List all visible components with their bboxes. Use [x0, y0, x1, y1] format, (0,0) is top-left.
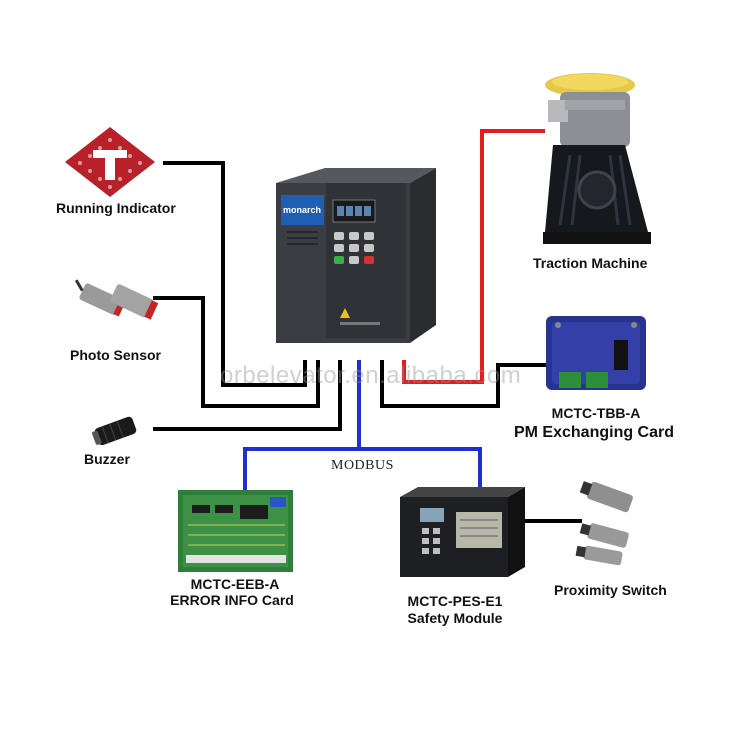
photo-sensor-icon [74, 279, 159, 320]
running-indicator-label: Running Indicator [56, 200, 176, 216]
buzzer-icon [92, 416, 137, 446]
pes-model-label: MCTC-PES-E1 [407, 593, 503, 609]
pes-name-label: Safety Module [407, 610, 503, 626]
lcd-display [332, 199, 376, 223]
pm-exchanging-card-icon [546, 316, 646, 390]
wire-buzzer [153, 360, 342, 431]
proximity-switch-label: Proximity Switch [554, 582, 667, 598]
photo-sensor-label: Photo Sensor [70, 347, 162, 363]
module-display [420, 508, 444, 522]
brand-panel [281, 195, 324, 225]
eeb-name-label: ERROR INFO Card [170, 592, 294, 608]
tbb-model-label: MCTC-TBB-A [551, 405, 641, 421]
proximity-switch-icon [575, 481, 633, 566]
modbus-label: MODBUS [331, 458, 394, 473]
wire-photo-sensor [153, 296, 320, 408]
wire-pm-card [380, 360, 548, 408]
inverter-controller: monarch [276, 168, 436, 343]
wire-running-indicator [163, 161, 307, 387]
buzzer-label: Buzzer [84, 451, 130, 467]
error-info-card-icon [178, 490, 293, 572]
traction-machine-label: Traction Machine [533, 255, 648, 271]
keypad [334, 232, 374, 264]
wire-modbus [243, 360, 482, 490]
running-indicator-icon [65, 127, 155, 197]
eeb-model-label: MCTC-EEB-A [190, 576, 280, 592]
safety-module-icon [400, 487, 525, 577]
traction-machine-icon [543, 73, 651, 244]
tbb-name-label: PM Exchanging Card [513, 424, 675, 441]
wire-traction-machine [402, 129, 545, 384]
watermark: orbelevator.en.alibaba.com [220, 362, 522, 389]
brand-text: monarch [283, 205, 321, 215]
